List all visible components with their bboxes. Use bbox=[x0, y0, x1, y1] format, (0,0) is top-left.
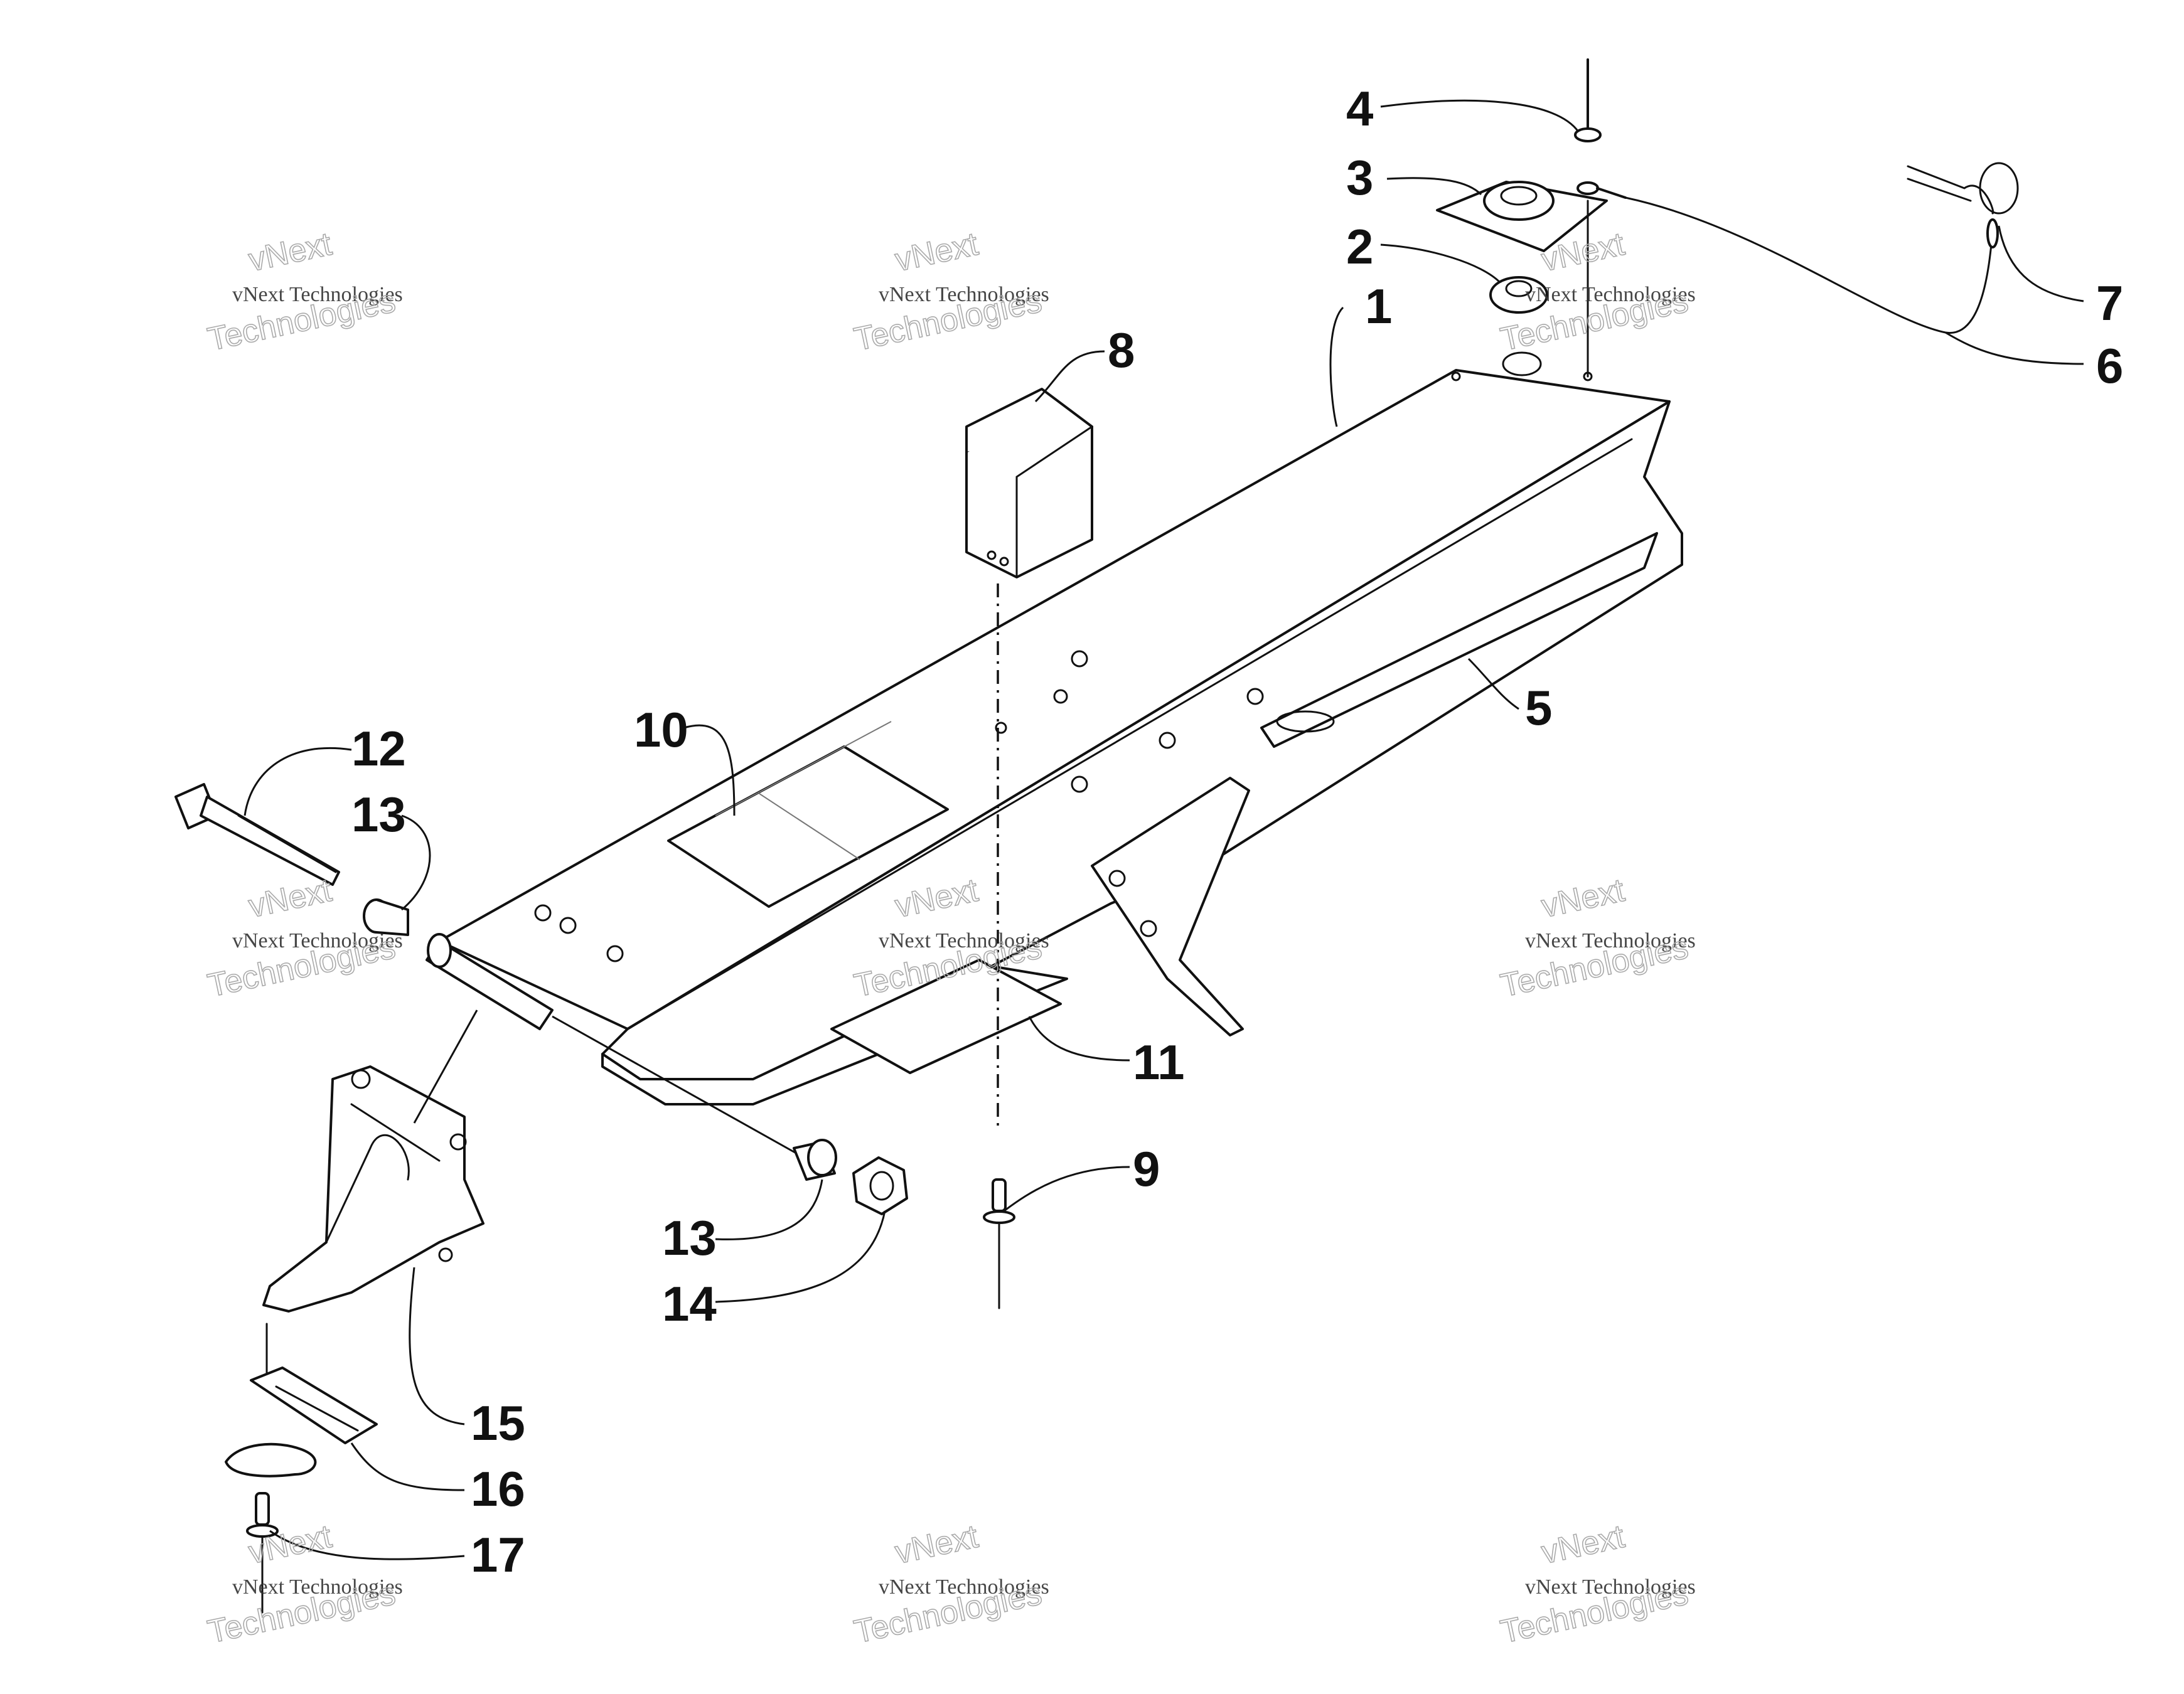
svg-text:vNext: vNext bbox=[245, 226, 335, 279]
svg-text:vNext: vNext bbox=[892, 226, 982, 279]
watermark-r2c1: vNext vNext Technologies Technologies bbox=[204, 871, 403, 1004]
callout-14: 14 bbox=[662, 1276, 717, 1331]
nut-14 bbox=[852, 1156, 908, 1215]
svg-text:vNext Technologies: vNext Technologies bbox=[232, 929, 403, 952]
svg-text:vNext Technologies: vNext Technologies bbox=[1525, 283, 1696, 306]
leader-14 bbox=[715, 1210, 886, 1303]
slide-plate-16 bbox=[250, 1366, 378, 1444]
watermark-r1c3: vNext vNext Technologies Technologies bbox=[1497, 225, 1696, 358]
leader-2 bbox=[1380, 243, 1501, 284]
star-washer bbox=[225, 1442, 317, 1478]
svg-text:vNext: vNext bbox=[1538, 1518, 1628, 1571]
svg-text:vNext Technologies: vNext Technologies bbox=[232, 283, 403, 306]
pin-clip-7 bbox=[1907, 162, 2019, 215]
rivet-4 bbox=[1574, 58, 1602, 378]
leader-15 bbox=[409, 1267, 465, 1425]
tether-cable-6 bbox=[1596, 187, 1999, 334]
leader-10 bbox=[683, 724, 736, 816]
bracket-15 bbox=[262, 1065, 484, 1313]
side-decal-5 bbox=[1260, 532, 1658, 748]
svg-text:vNext Technologies: vNext Technologies bbox=[879, 283, 1049, 306]
leader-7 bbox=[1998, 225, 2084, 302]
leader-6 bbox=[1945, 331, 2084, 365]
leader-17 bbox=[269, 1530, 465, 1560]
callout-6: 6 bbox=[2096, 338, 2123, 393]
callout-15: 15 bbox=[471, 1395, 525, 1451]
callout-16: 16 bbox=[471, 1461, 525, 1516]
callout-1: 1 bbox=[1365, 279, 1392, 334]
rivet-17 bbox=[246, 1492, 279, 1614]
callout-11: 11 bbox=[1133, 1035, 1184, 1090]
leader-3 bbox=[1386, 177, 1482, 196]
svg-text:vNext: vNext bbox=[892, 1518, 982, 1571]
callout-13-top: 13 bbox=[351, 787, 406, 842]
svg-text:vNext Technologies: vNext Technologies bbox=[879, 1575, 1049, 1599]
watermark-r3c2: vNext vNext Technologies Technologies bbox=[850, 1518, 1049, 1651]
leader-1 bbox=[1329, 306, 1344, 427]
decal-10 bbox=[667, 721, 949, 908]
watermark-r2c3: vNext vNext Technologies Technologies bbox=[1497, 871, 1696, 1004]
mount-plate-3 bbox=[1436, 181, 1608, 252]
leader-4 bbox=[1380, 99, 1580, 132]
callout-10: 10 bbox=[634, 702, 688, 757]
leader-13-top bbox=[401, 814, 431, 911]
decal-11 bbox=[830, 959, 1062, 1074]
callout-9: 9 bbox=[1133, 1141, 1160, 1196]
leader-9 bbox=[1004, 1166, 1130, 1212]
leader-13-bottom bbox=[715, 1179, 823, 1240]
rivet-9 bbox=[983, 1178, 1015, 1309]
bracket-8 bbox=[965, 388, 1093, 578]
leader-11 bbox=[1028, 1016, 1130, 1062]
callout-3: 3 bbox=[1346, 150, 1373, 205]
callout-13-bottom: 13 bbox=[662, 1210, 717, 1265]
bolt-12 bbox=[174, 783, 340, 886]
svg-text:vNext: vNext bbox=[245, 872, 335, 925]
watermark-r1c2: vNext vNext Technologies Technologies bbox=[850, 225, 1049, 358]
leader-8 bbox=[1034, 350, 1105, 403]
svg-text:vNext Technologies: vNext Technologies bbox=[879, 929, 1049, 952]
callout-17: 17 bbox=[471, 1527, 525, 1582]
svg-text:vNext: vNext bbox=[1538, 872, 1628, 925]
leader-16 bbox=[350, 1442, 465, 1491]
watermark-r1c1: vNext vNext Technologies Technologies bbox=[204, 225, 403, 358]
leader-5 bbox=[1467, 658, 1519, 710]
callout-4: 4 bbox=[1346, 81, 1373, 136]
svg-text:vNext Technologies: vNext Technologies bbox=[232, 1575, 403, 1599]
bracket-link-line bbox=[413, 1009, 478, 1124]
watermark-r3c1: vNext vNext Technologies Technologies bbox=[204, 1518, 403, 1651]
svg-text:vNext Technologies: vNext Technologies bbox=[1525, 929, 1696, 952]
spacer-13-left bbox=[363, 898, 409, 936]
callout-8: 8 bbox=[1108, 322, 1135, 378]
callout-2: 2 bbox=[1346, 219, 1373, 274]
axis-line-13-14 bbox=[552, 1015, 810, 1162]
watermark-r3c3: vNext vNext Technologies Technologies bbox=[1497, 1518, 1696, 1651]
grommet-2 bbox=[1489, 276, 1548, 314]
callout-5: 5 bbox=[1525, 680, 1552, 735]
callout-12: 12 bbox=[351, 721, 406, 776]
svg-text:vNext Technologies: vNext Technologies bbox=[1525, 1575, 1696, 1599]
callout-7: 7 bbox=[2096, 275, 2123, 331]
axle-tube bbox=[426, 933, 554, 1030]
spacer-13-right bbox=[793, 1139, 837, 1181]
leader-12 bbox=[244, 747, 352, 816]
